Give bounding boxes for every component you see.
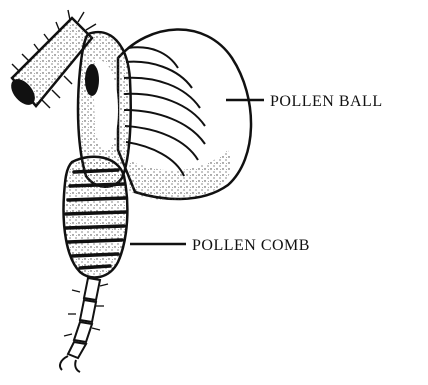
pollen-ball [118, 29, 251, 200]
basitarsus-pollen-comb [64, 157, 128, 278]
tarsal-segments [60, 278, 108, 372]
pollen-ball-label: POLLEN BALL [270, 93, 383, 110]
pollen-comb-label: POLLEN COMB [192, 237, 310, 254]
